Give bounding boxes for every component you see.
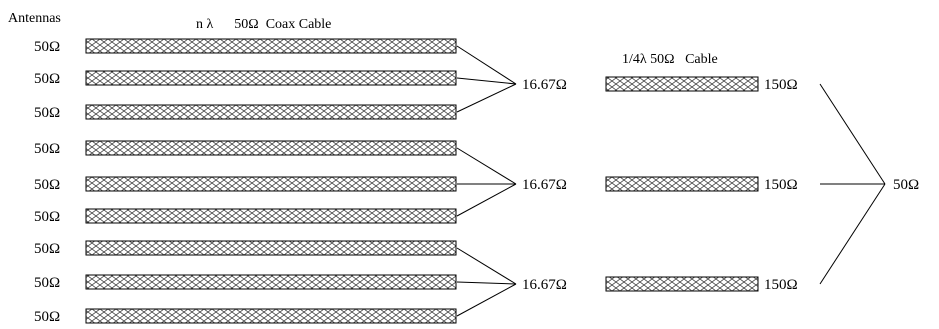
antenna-rows: 50Ω 50Ω 50Ω 50Ω 50Ω 50Ω 50Ω 50Ω 50Ω	[34, 38, 457, 325]
fan-in-line	[456, 83, 517, 113]
fan-in-line	[456, 77, 517, 85]
fan-in-line	[456, 281, 517, 285]
antenna-impedance-label: 50Ω	[34, 71, 60, 87]
fan-in-line	[456, 283, 517, 317]
coax-cable	[85, 208, 457, 224]
combiner-group: 16.67Ω 150Ω	[456, 45, 798, 113]
final-combiner-line-top	[819, 83, 886, 185]
fan-in-line	[456, 183, 517, 217]
quarter-wave-cable	[605, 276, 759, 292]
antenna-impedance-label: 50Ω	[34, 241, 60, 257]
quarter-wave-cable-label: 1/4λ 50Ω Cable	[622, 52, 718, 67]
coax-cable	[85, 308, 457, 324]
combiner-group: 16.67Ω 150Ω	[456, 247, 798, 317]
antenna-impedance-label: 50Ω	[34, 105, 60, 121]
antenna-impedance-label: 50Ω	[34, 275, 60, 291]
combiner-groups: 16.67Ω 150Ω 16.67Ω 150Ω 16.67Ω 150Ω	[456, 45, 798, 317]
coax-cable	[85, 104, 457, 120]
coax-cable	[85, 70, 457, 86]
coax-cable	[85, 240, 457, 256]
antenna-impedance-label: 50Ω	[34, 177, 60, 193]
coax-cable	[85, 176, 457, 192]
fan-in-line	[456, 147, 517, 185]
transformed-impedance-label: 150Ω	[764, 277, 798, 293]
final-combiner-line-bottom	[819, 183, 886, 285]
combined-impedance-label: 16.67Ω	[522, 77, 567, 93]
coax-cable	[85, 140, 457, 156]
antenna-impedance-label: 50Ω	[34, 141, 60, 157]
fan-in-line	[456, 247, 517, 285]
coax-cable-label: n λ 50Ω Coax Cable	[196, 17, 331, 32]
coax-cable	[85, 38, 457, 54]
antenna-impedance-label: 50Ω	[34, 39, 60, 55]
combined-impedance-label: 16.67Ω	[522, 277, 567, 293]
fan-in-line	[456, 45, 517, 85]
combiner-group: 16.67Ω 150Ω	[456, 147, 798, 217]
transformed-impedance-label: 150Ω	[764, 177, 798, 193]
coax-cable	[85, 274, 457, 290]
antenna-impedance-label: 50Ω	[34, 309, 60, 325]
antenna-impedance-label: 50Ω	[34, 209, 60, 225]
transformed-impedance-label: 150Ω	[764, 77, 798, 93]
quarter-wave-cable	[605, 76, 759, 92]
output-impedance-label: 50Ω	[893, 177, 919, 193]
combined-impedance-label: 16.67Ω	[522, 177, 567, 193]
antennas-label: Antennas	[8, 11, 61, 26]
quarter-wave-cable	[605, 176, 759, 192]
